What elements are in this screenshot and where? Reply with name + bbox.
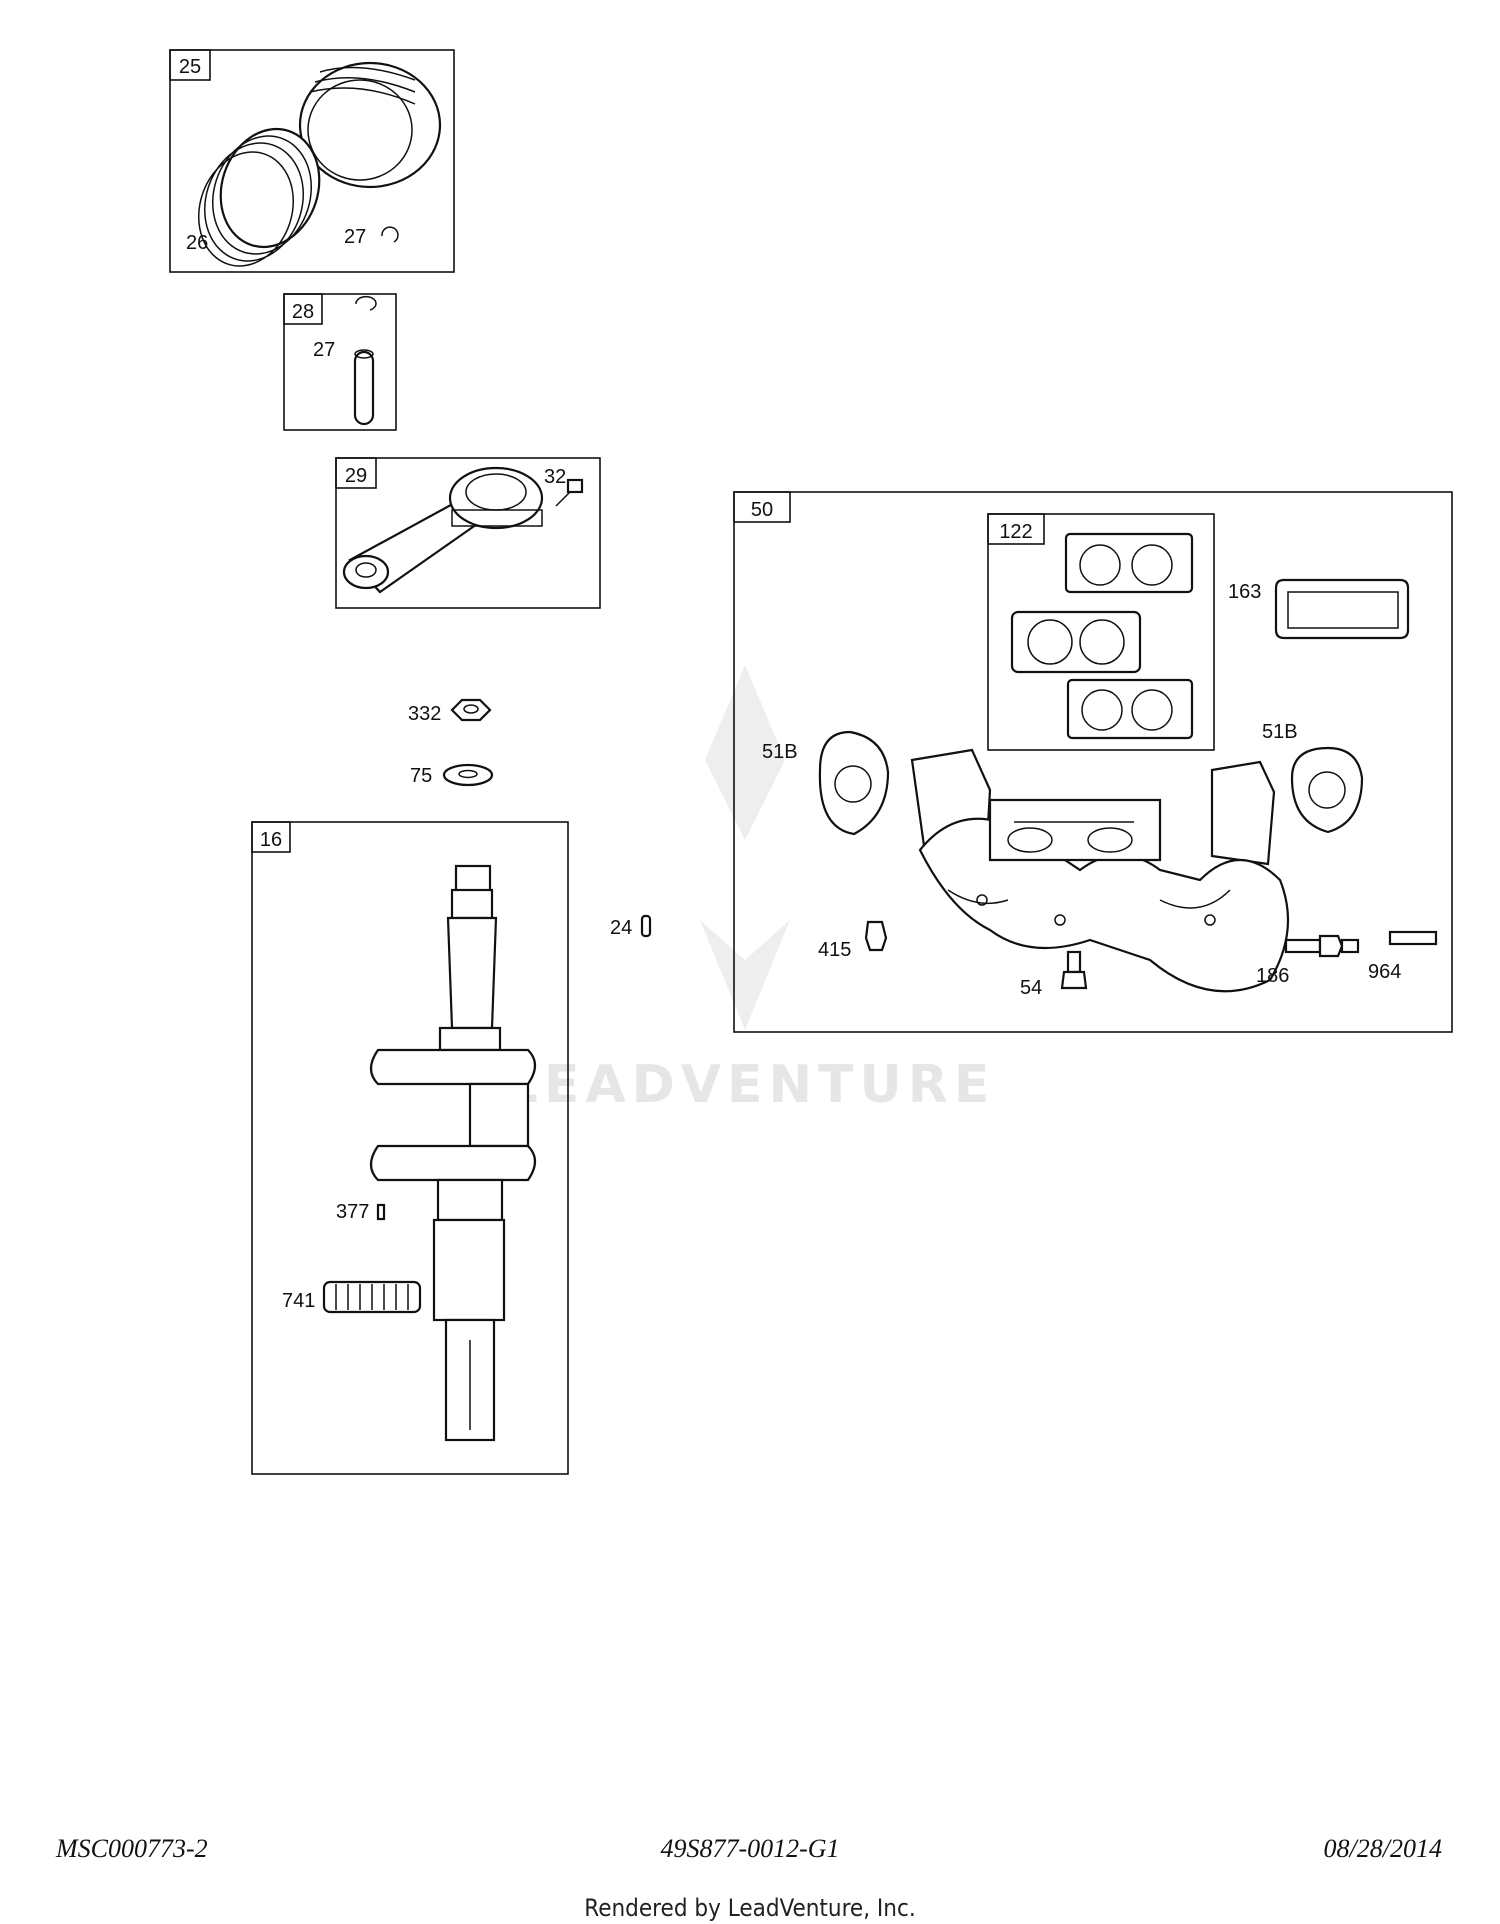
timing-gear-741-drawing	[322, 1280, 422, 1314]
box-122-gasket-set: 122	[987, 513, 1215, 751]
sensor-186-drawing	[1284, 934, 1360, 958]
gasket-bottom-drawing	[1066, 678, 1194, 740]
retaining-clip-27-drawing	[381, 226, 399, 243]
callout-163: 163	[1228, 581, 1261, 603]
washer-75: 75	[410, 763, 494, 787]
gasket-51b-left-drawing	[818, 730, 890, 836]
box-50-number: 50	[751, 499, 773, 521]
leadventure-watermark: LEADVENTURE	[505, 665, 996, 1115]
washer-drawing	[442, 763, 494, 787]
box-28-frame	[283, 293, 397, 431]
box-25-frame	[169, 49, 455, 273]
part-964-drawing	[1388, 930, 1438, 946]
dowel-pin-drawing	[640, 914, 652, 938]
callout-32: 32	[544, 466, 566, 488]
bolt-54: 54	[1020, 950, 1088, 999]
exhaust-manifold-drawing	[910, 748, 1290, 993]
box-16-frame	[251, 821, 569, 1475]
callout-27-box28: 27	[313, 339, 335, 361]
box-16-number: 16	[260, 829, 282, 851]
pin-clip-drawing	[355, 295, 377, 311]
box-28-piston-pin: 28 27	[283, 293, 397, 431]
callout-332: 332	[408, 703, 441, 725]
watermark-text: LEADVENTURE	[505, 1055, 996, 1115]
callout-51b-right: 51B	[1262, 721, 1298, 743]
gasket-top-drawing	[1064, 532, 1194, 594]
gasket-163: 163	[1228, 578, 1410, 640]
callout-75: 75	[410, 765, 432, 787]
dowel-pin-24: 24	[610, 914, 652, 939]
callout-741: 741	[282, 1290, 315, 1312]
footer-diagram-id: MSC000773-2	[56, 1834, 208, 1863]
rod-bolt-drawing	[555, 478, 584, 507]
fitting-415-drawing	[864, 920, 888, 952]
footer-date: 08/28/2014	[1323, 1834, 1442, 1863]
nut-drawing	[450, 698, 492, 722]
gasket-163-drawing	[1274, 578, 1410, 640]
piston-rings-drawing	[197, 127, 321, 267]
connecting-rod-drawing	[342, 466, 544, 594]
piston-drawing	[298, 61, 442, 189]
box-29-number: 29	[345, 465, 367, 487]
box-25-piston-assembly: 25 26 27	[169, 49, 455, 273]
piston-pin-drawing	[353, 350, 375, 426]
footer-part-number: 49S877-0012-G1	[660, 1834, 840, 1863]
fitting-415: 415	[818, 920, 888, 961]
box-16-crankshaft: 16 377 741	[251, 821, 569, 1475]
box-50-exhaust-manifold: 50 122 163	[733, 491, 1453, 1033]
gasket-51b-right: 51B	[1262, 721, 1364, 834]
box-16-label-frame	[251, 821, 291, 853]
callout-186: 186	[1256, 965, 1289, 987]
box-29-label-frame	[335, 457, 377, 489]
callout-54: 54	[1020, 977, 1042, 999]
callout-27-box25: 27	[344, 226, 366, 248]
box-122-frame	[987, 513, 1215, 751]
callout-377: 377	[336, 1201, 369, 1223]
callout-51b-left: 51B	[762, 741, 798, 763]
callout-415: 415	[818, 939, 851, 961]
bolt-54-drawing	[1066, 950, 1082, 974]
box-25-number: 25	[179, 56, 201, 78]
box-50-label-frame	[733, 491, 791, 523]
callout-24: 24	[610, 917, 632, 939]
rendered-by-credit: Rendered by LeadVenture, Inc.	[584, 1894, 916, 1922]
gasket-51b-left: 51B	[762, 730, 890, 836]
part-964: 964	[1368, 930, 1438, 983]
nut-332: 332	[408, 698, 492, 725]
gasket-51b-right-drawing	[1290, 746, 1364, 834]
sensor-186: 186	[1256, 934, 1360, 987]
gasket-middle-drawing	[1010, 610, 1142, 674]
box-29-connecting-rod: 29 32	[335, 457, 601, 609]
box-122-number: 122	[999, 521, 1032, 543]
box-28-number: 28	[292, 301, 314, 323]
box-122-label-frame	[987, 513, 1045, 545]
box-50-frame	[733, 491, 1453, 1033]
box-25-label-frame	[169, 49, 211, 81]
box-28-label-frame	[283, 293, 323, 325]
box-29-frame	[335, 457, 601, 609]
key-377-drawing	[376, 1203, 386, 1221]
crankshaft-drawing	[369, 864, 537, 1442]
callout-964: 964	[1368, 961, 1401, 983]
callout-26: 26	[186, 232, 208, 254]
